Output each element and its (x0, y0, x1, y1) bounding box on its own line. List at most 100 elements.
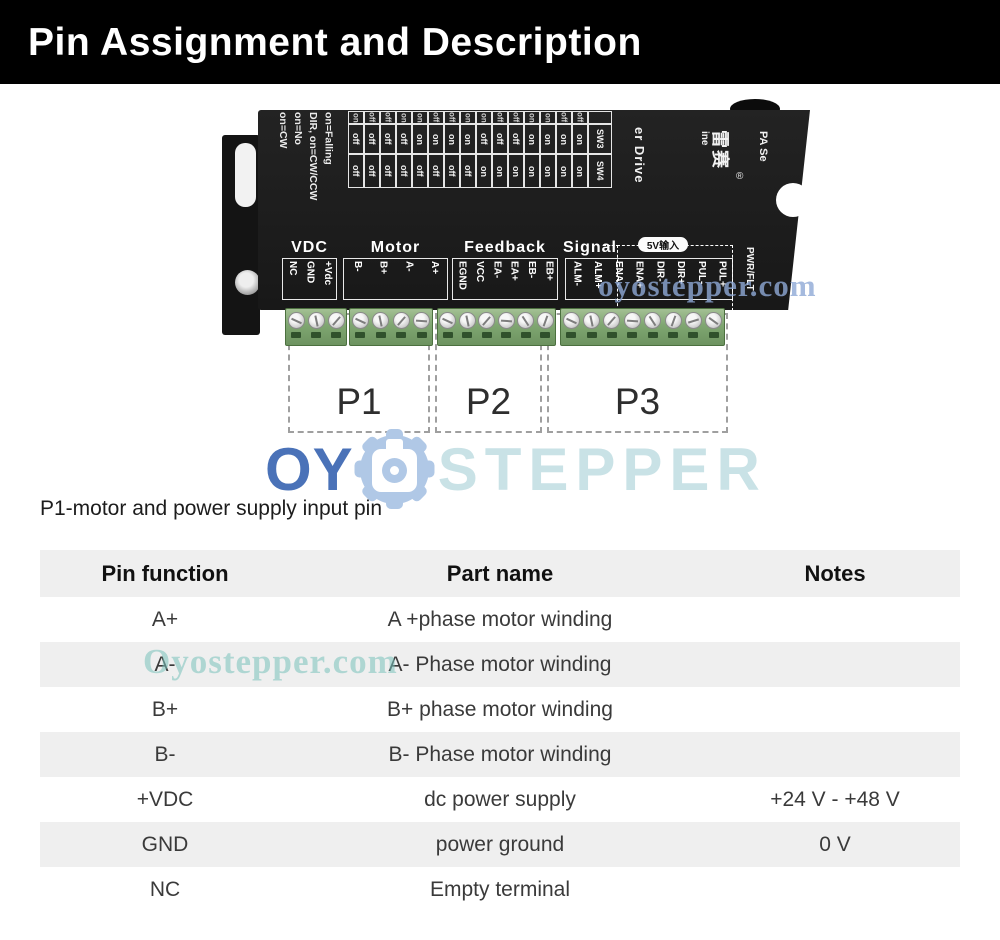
column-header: Pin function (101, 560, 229, 586)
page-title: Pin Assignment and Description (28, 21, 642, 64)
terminal-screw (536, 312, 554, 345)
watermark-logo-oy: OY (265, 435, 354, 503)
pin-label: ALM- (571, 261, 583, 286)
terminal-screw (413, 312, 431, 345)
signal-5v-badge: 5V输入 (638, 237, 688, 252)
pwr-flt-label: PWR/FLT (744, 247, 755, 291)
connector-p2-label: P2 (465, 381, 512, 422)
pin-label: EGND (456, 261, 468, 290)
dip-cell: on (348, 111, 364, 124)
dip-cell: on (524, 124, 540, 154)
watermark-site-table: Oyostepper.com (143, 642, 398, 681)
dip-cell: off (412, 154, 428, 188)
table-cell: A- (154, 652, 176, 676)
pin-label: B- (351, 261, 363, 272)
mounting-slot (235, 143, 256, 207)
column-header: Part name (446, 560, 554, 586)
terminal-block-feedback (437, 308, 556, 346)
dip-cell: on (508, 154, 524, 188)
dip-cell: off (364, 111, 380, 124)
dip-cell: on (460, 124, 476, 154)
table-row: A-A- Phase motor winding (40, 642, 960, 687)
dip-cell: off (348, 154, 364, 188)
dip-cell: off (380, 111, 396, 124)
terminal-screw (307, 312, 325, 345)
terminal-screw (327, 312, 345, 345)
dip-cell: on (492, 154, 508, 188)
dip-note-line: DIR, on=CW/CCW (307, 112, 320, 201)
table-cell: +24 V - +48 V (770, 787, 900, 811)
dip-cell: on (540, 124, 556, 154)
pin-label: ENA+ (633, 261, 645, 288)
mounting-hole (235, 270, 260, 295)
signal-5v-dash-stub (603, 245, 619, 246)
terminal-screw (623, 312, 641, 345)
terminal-screw (664, 312, 682, 345)
terminal-screw (458, 312, 476, 345)
pin-label: EA+ (508, 261, 520, 281)
pin-label: A+ (429, 261, 441, 275)
section-label-vdc: VDC (291, 239, 328, 256)
dip-cell: on (396, 111, 412, 124)
terminal-screw (644, 312, 662, 345)
dip-cell: on (524, 154, 540, 188)
brand-logo-characters: 雷赛 (710, 130, 730, 170)
section-label-motor: Motor (370, 239, 421, 256)
terminal-screw (583, 312, 601, 345)
dip-cell: on (444, 124, 460, 154)
dip-cell: on (572, 124, 588, 154)
dip-cell: off (396, 124, 412, 154)
table-row: B-B- Phase motor winding (40, 732, 960, 777)
connector-p3-label: P3 (614, 381, 661, 422)
pin-label: DIR- (654, 261, 666, 282)
dip-cell: off (492, 111, 508, 124)
dip-cell: off (556, 111, 572, 124)
table-caption: P1-motor and power supply input pin (40, 497, 383, 520)
terminal-screw (562, 312, 580, 345)
dip-cell (588, 111, 612, 124)
terminal-screw (439, 312, 457, 345)
dip-cell: on (476, 154, 492, 188)
section-label-signal: Signal (562, 239, 617, 256)
table-cell: Empty terminal (429, 877, 571, 901)
pin-label: A- (403, 261, 415, 272)
dip-cell: off (508, 111, 524, 124)
table-cell: B- Phase motor winding (388, 742, 612, 766)
terminal-block-signal (560, 308, 725, 346)
table-row: NC Empty terminal (40, 867, 960, 912)
dip-cell: off (364, 124, 380, 154)
pin-label: +Vdc (322, 261, 334, 286)
table-cell: NC (149, 877, 181, 901)
dip-cell: off (348, 124, 364, 154)
dip-note-line: on=Falling (322, 112, 335, 165)
pinbox-signal: ALM-ALM+ENA-ENA+DIR-DIR+PUL-PUL+ (565, 258, 733, 300)
dip-cell: off (380, 154, 396, 188)
terminal-screw (287, 312, 305, 345)
table-cell (710, 867, 960, 912)
dip-cell: off (444, 154, 460, 188)
table-row: B+B+ phase motor winding (40, 687, 960, 732)
pin-label: PUL+ (716, 261, 728, 287)
table-cell: power ground (435, 832, 565, 856)
section-label-feedback: Feedback (464, 239, 546, 256)
dip-cell: on (428, 124, 444, 154)
dip-cell: off (460, 154, 476, 188)
dip-cell: off (380, 124, 396, 154)
watermark-logo: OY STEPPER (265, 429, 767, 509)
pin-label: ALM+ (592, 261, 604, 289)
watermark-site-driver: oyostepper.com (598, 268, 817, 303)
mounting-flange (222, 135, 260, 335)
table-cell (710, 732, 960, 777)
dip-cell: on (460, 111, 476, 124)
table-cell (710, 597, 960, 642)
